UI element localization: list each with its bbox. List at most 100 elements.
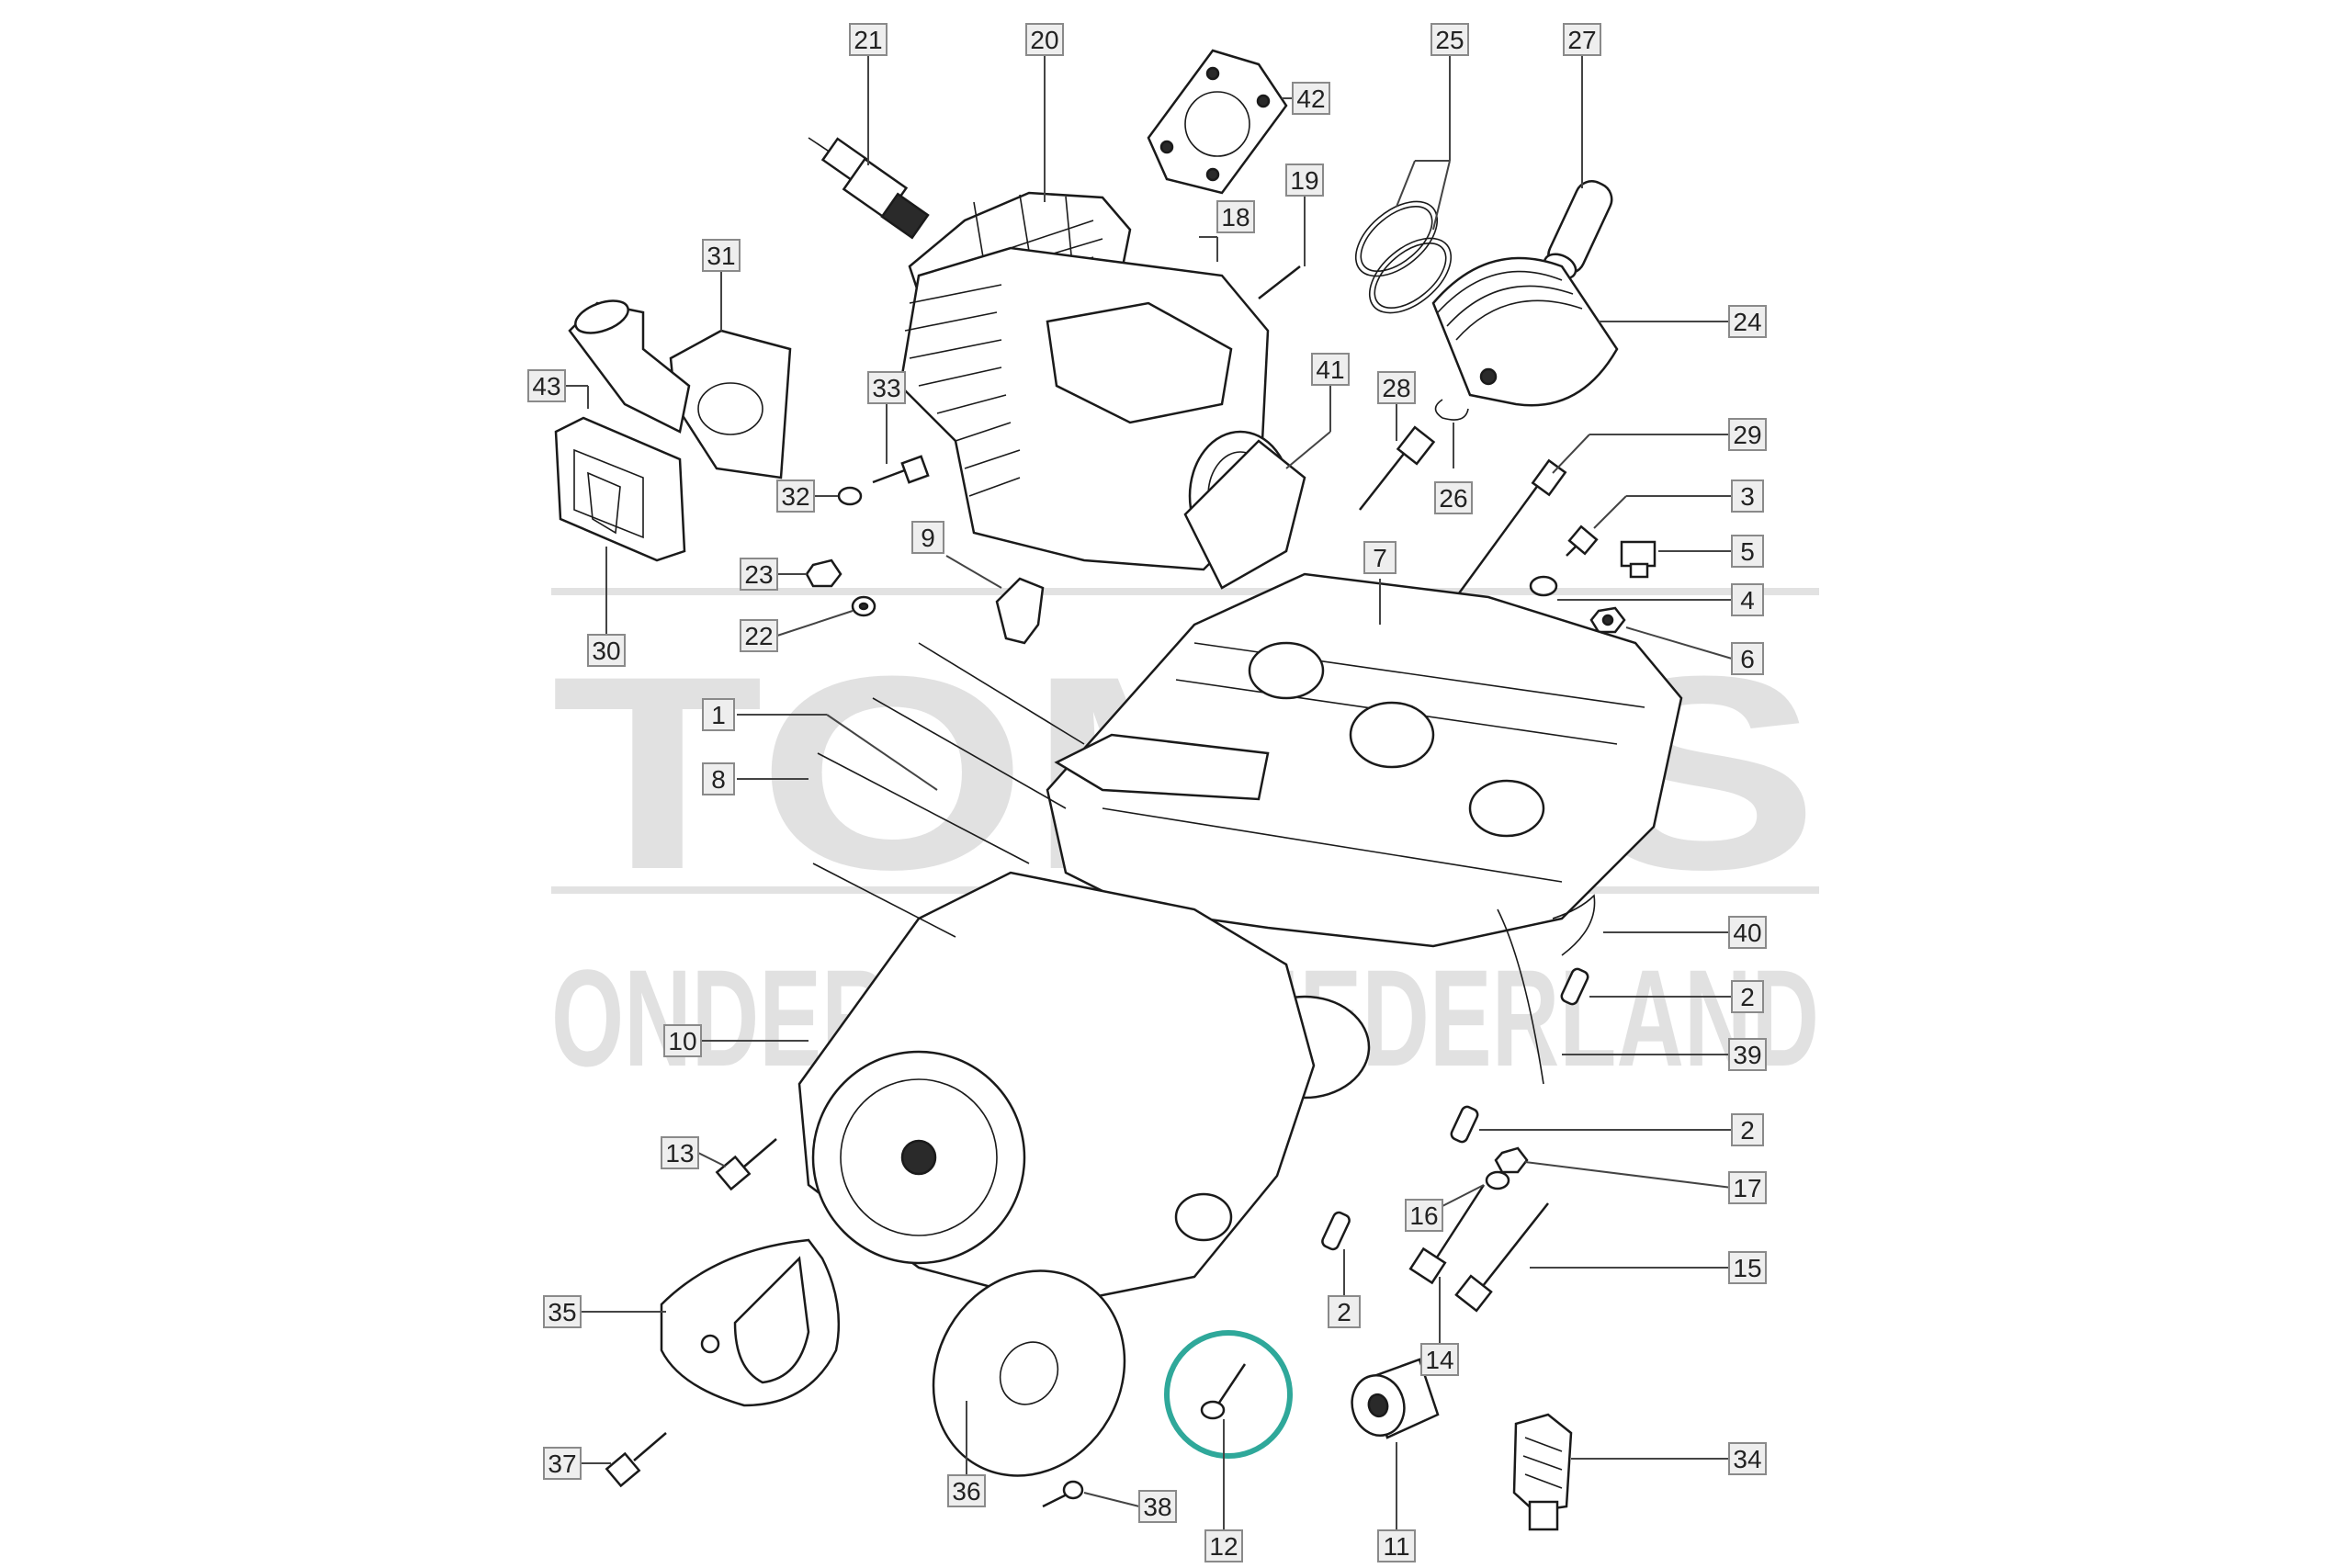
part-label-31: 31 [702,239,741,272]
part-label-30: 30 [587,634,626,667]
part-label-text: 1 [711,701,726,729]
part-label-text: 10 [668,1027,696,1055]
part-label-11: 11 [1377,1529,1416,1562]
part-dowel-2b [1450,1105,1479,1144]
part-label-text: 2 [1337,1298,1351,1326]
part-label-text: 38 [1143,1493,1171,1521]
part-label-35: 35 [543,1295,582,1328]
part-label-text: 8 [711,765,726,794]
part-label-25: 25 [1430,23,1469,56]
part-label-text: 17 [1733,1174,1761,1202]
part-label-29: 29 [1728,418,1767,451]
part-head-gasket [1147,49,1288,195]
part-label-text: 24 [1733,308,1761,336]
part-label-24: 24 [1728,305,1767,338]
part-label-16: 16 [1405,1199,1443,1232]
part-washer-16 [1485,1170,1510,1190]
part-label-text: 15 [1733,1254,1761,1282]
part-label-40: 40 [1728,916,1767,949]
part-label-text: 39 [1733,1041,1761,1069]
part-screw-13 [715,1138,777,1191]
part-label-text: 6 [1740,645,1755,673]
part-label-text: 40 [1733,919,1761,947]
part-cable-39 [1497,908,1544,1085]
part-label-21: 21 [849,23,888,56]
part-nut-6 [1589,606,1626,634]
part-label-28: 28 [1377,371,1416,404]
part-label-19: 19 [1285,164,1324,197]
part-label-26: 26 [1434,481,1473,514]
part-label-2: 2 [1731,1113,1764,1146]
part-label-text: 43 [532,372,560,400]
part-label-8: 8 [702,762,735,795]
part-reed-valve [554,416,686,562]
part-dowel-2c [1321,1211,1351,1251]
part-piston-rings [1354,200,1453,314]
part-screw-33 [872,455,930,484]
part-bolt-15 [1454,1202,1549,1313]
part-long-studs [812,642,1085,938]
part-gasket-31 [669,329,792,479]
part-label-34: 34 [1728,1442,1767,1475]
part-washer-32 [837,486,863,506]
part-label-text: 14 [1425,1346,1453,1374]
part-label-text: 34 [1733,1445,1761,1473]
part-bracket-34 [1512,1413,1573,1531]
part-label-text: 4 [1740,586,1755,615]
part-label-text: 31 [707,242,735,270]
part-intake-manifold [568,299,691,434]
part-label-text: 20 [1030,26,1058,54]
part-dowel-2a [1560,967,1589,1006]
part-label-9: 9 [911,521,944,554]
part-label-2: 2 [1328,1295,1361,1328]
part-bushing-11 [1351,1358,1440,1439]
part-label-text: 37 [548,1450,576,1478]
part-label-32: 32 [776,479,815,513]
part-stud-19 [1258,265,1301,299]
part-label-text: 35 [548,1298,576,1326]
part-label-text: 22 [744,622,773,650]
part-label-39: 39 [1728,1038,1767,1071]
part-label-38: 38 [1138,1490,1177,1523]
part-screw-38 [1042,1480,1084,1508]
parts-drawings [554,49,1683,1531]
part-spark-plug [808,137,930,240]
part-washer-4 [1529,575,1558,597]
part-label-text: 3 [1740,482,1755,511]
leader-lines [562,55,1733,1529]
part-wire-40 [1552,894,1596,956]
part-label-42: 42 [1292,82,1330,115]
part-label-10: 10 [663,1024,702,1057]
part-washer-22 [851,595,876,617]
part-label-text: 41 [1316,355,1344,384]
part-label-2: 2 [1731,980,1764,1013]
part-piston [1431,256,1619,407]
part-label-27: 27 [1563,23,1601,56]
part-label-text: 16 [1409,1201,1438,1230]
part-plug-5 [1620,540,1657,579]
part-label-text: 30 [592,637,620,665]
part-nut-23 [805,558,842,588]
part-label-text: 12 [1209,1532,1238,1561]
part-label-text: 19 [1290,166,1318,195]
part-label-5: 5 [1731,535,1764,568]
part-label-13: 13 [661,1136,699,1169]
part-label-text: 32 [781,482,809,511]
part-kick-cover [660,1238,841,1407]
part-label-33: 33 [867,371,906,404]
part-label-text: 28 [1382,374,1410,402]
part-label-text: 13 [665,1139,694,1168]
part-label-41: 41 [1311,353,1350,386]
part-bolt-28 [1359,425,1436,511]
part-label-22: 22 [740,619,778,652]
part-screw-37 [605,1432,667,1488]
part-label-43: 43 [527,369,566,402]
part-label-text: 9 [921,524,935,552]
part-label-text: 42 [1296,85,1325,113]
part-label-text: 2 [1740,1116,1755,1145]
part-label-23: 23 [740,558,778,591]
highlight-circle [1164,1330,1293,1459]
part-label-text: 33 [872,374,900,402]
